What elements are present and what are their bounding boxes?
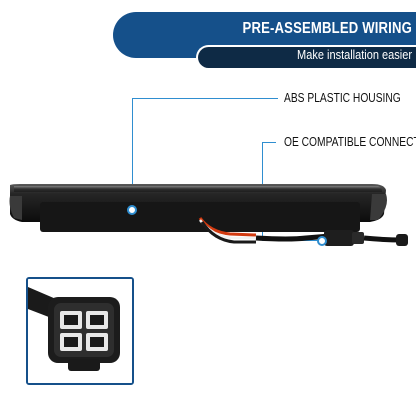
banner-title: PRE-ASSEMBLED WIRING	[242, 20, 412, 37]
housing-callout-horizontal	[132, 98, 278, 99]
connector-closeup-image	[28, 279, 132, 383]
brake-light-illustration	[9, 184, 408, 246]
housing-callout-dot	[127, 205, 137, 215]
housing-callout-label: ABS PLASTIC HOUSING	[284, 91, 401, 105]
connector-callout-horizontal	[262, 142, 276, 143]
banner-subtitle-bar	[196, 45, 416, 70]
connector-closeup-inset	[26, 277, 134, 385]
banner-subtitle: Make installation easier	[297, 48, 412, 62]
connector-callout-dot	[317, 236, 327, 246]
housing-callout-vertical	[132, 98, 133, 208]
connector-callout-label: OE COMPATIBLE CONNECTOR	[284, 135, 416, 149]
